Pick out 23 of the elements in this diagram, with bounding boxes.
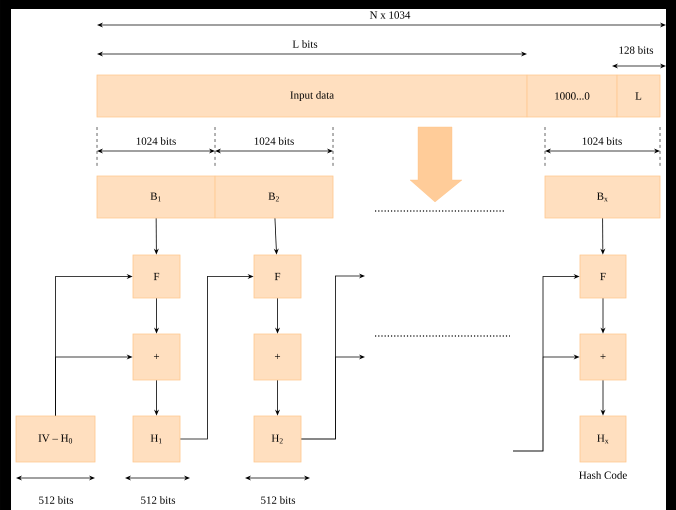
process-box: L	[616, 74, 660, 118]
process-box: H$_{x}$	[580, 416, 626, 462]
process-box: +	[580, 334, 626, 380]
process-box: B$_{1}$	[96, 176, 216, 218]
caption-text: Hash Code	[579, 471, 627, 479]
process-box: F	[580, 254, 626, 298]
process-box: B$_{2}$	[214, 176, 334, 218]
process-box: B$_{x}$	[544, 176, 660, 218]
process-box: IV – H$_{0}$	[16, 416, 96, 462]
dimension-label: 512 bits	[260, 495, 297, 505]
dimension-label: 1024 bits	[134, 136, 178, 146]
process-box: F	[254, 254, 302, 298]
dimension-label: 1024 bits	[580, 136, 624, 146]
dimension-label: L bits	[291, 39, 319, 49]
process-box: +	[254, 334, 302, 380]
process-box: +	[132, 334, 180, 380]
dimension-label: 128 bits	[618, 45, 654, 55]
dimension-label: 512 bits	[140, 495, 177, 505]
dimension-label: 1024 bits	[252, 136, 296, 146]
process-box: H$_{2}$	[254, 416, 302, 462]
process-box: F	[132, 254, 180, 298]
dimension-label: 512 bits	[38, 495, 75, 505]
process-box: H$_{1}$	[132, 416, 180, 462]
